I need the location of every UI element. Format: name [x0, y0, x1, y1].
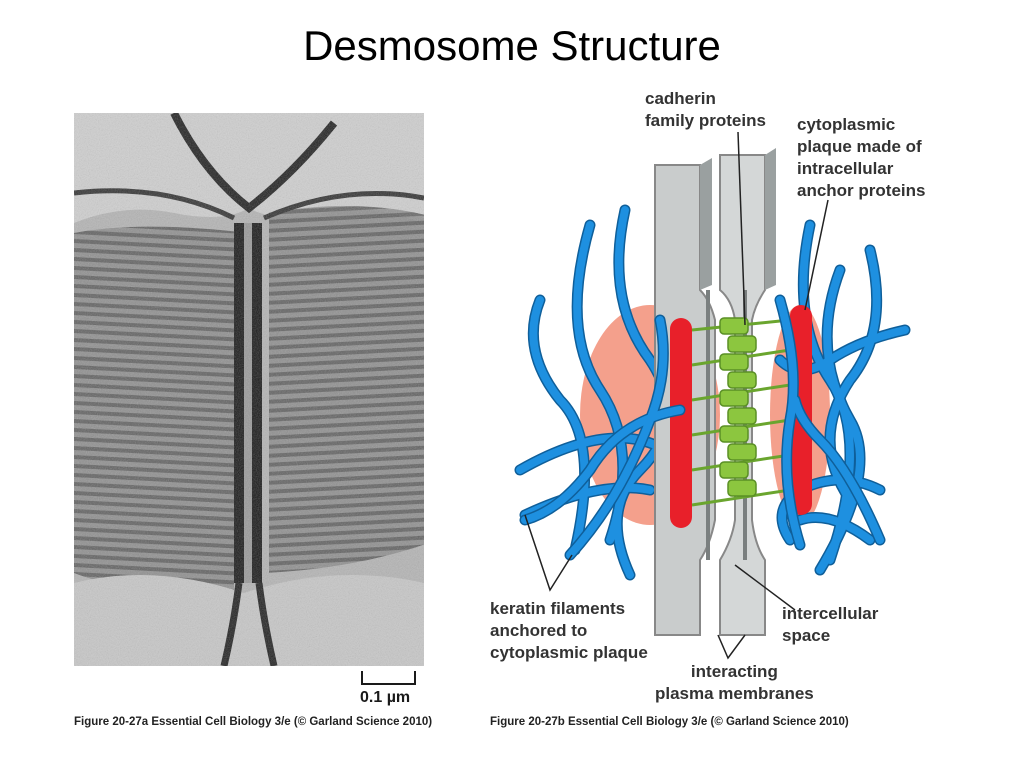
cadherin-proteins	[691, 317, 791, 507]
label-plasma-membranes: interacting plasma membranes	[655, 662, 814, 703]
keratin-filaments-front	[519, 294, 886, 561]
caption-diagram: Figure 20-27b Essential Cell Biology 3/e…	[490, 716, 849, 728]
scale-label: 0.1 µm	[360, 689, 411, 706]
caption-micrograph: Figure 20-27a Essential Cell Biology 3/e…	[74, 716, 433, 728]
label-cadherin: cadherin family proteins	[645, 89, 766, 130]
label-intercellular-space: intercellular space	[782, 604, 879, 645]
slide-title: Desmosome Structure	[303, 22, 721, 69]
electron-micrograph	[74, 113, 424, 666]
label-cytoplasmic-plaque: cytoplasmic plaque made of intracellular…	[797, 115, 926, 200]
leader-lines	[524, 131, 829, 660]
cytoplasmic-plaque-left	[670, 318, 692, 528]
label-keratin-filaments: keratin filaments anchored to cytoplasmi…	[490, 599, 648, 662]
scale-bar	[361, 671, 416, 685]
